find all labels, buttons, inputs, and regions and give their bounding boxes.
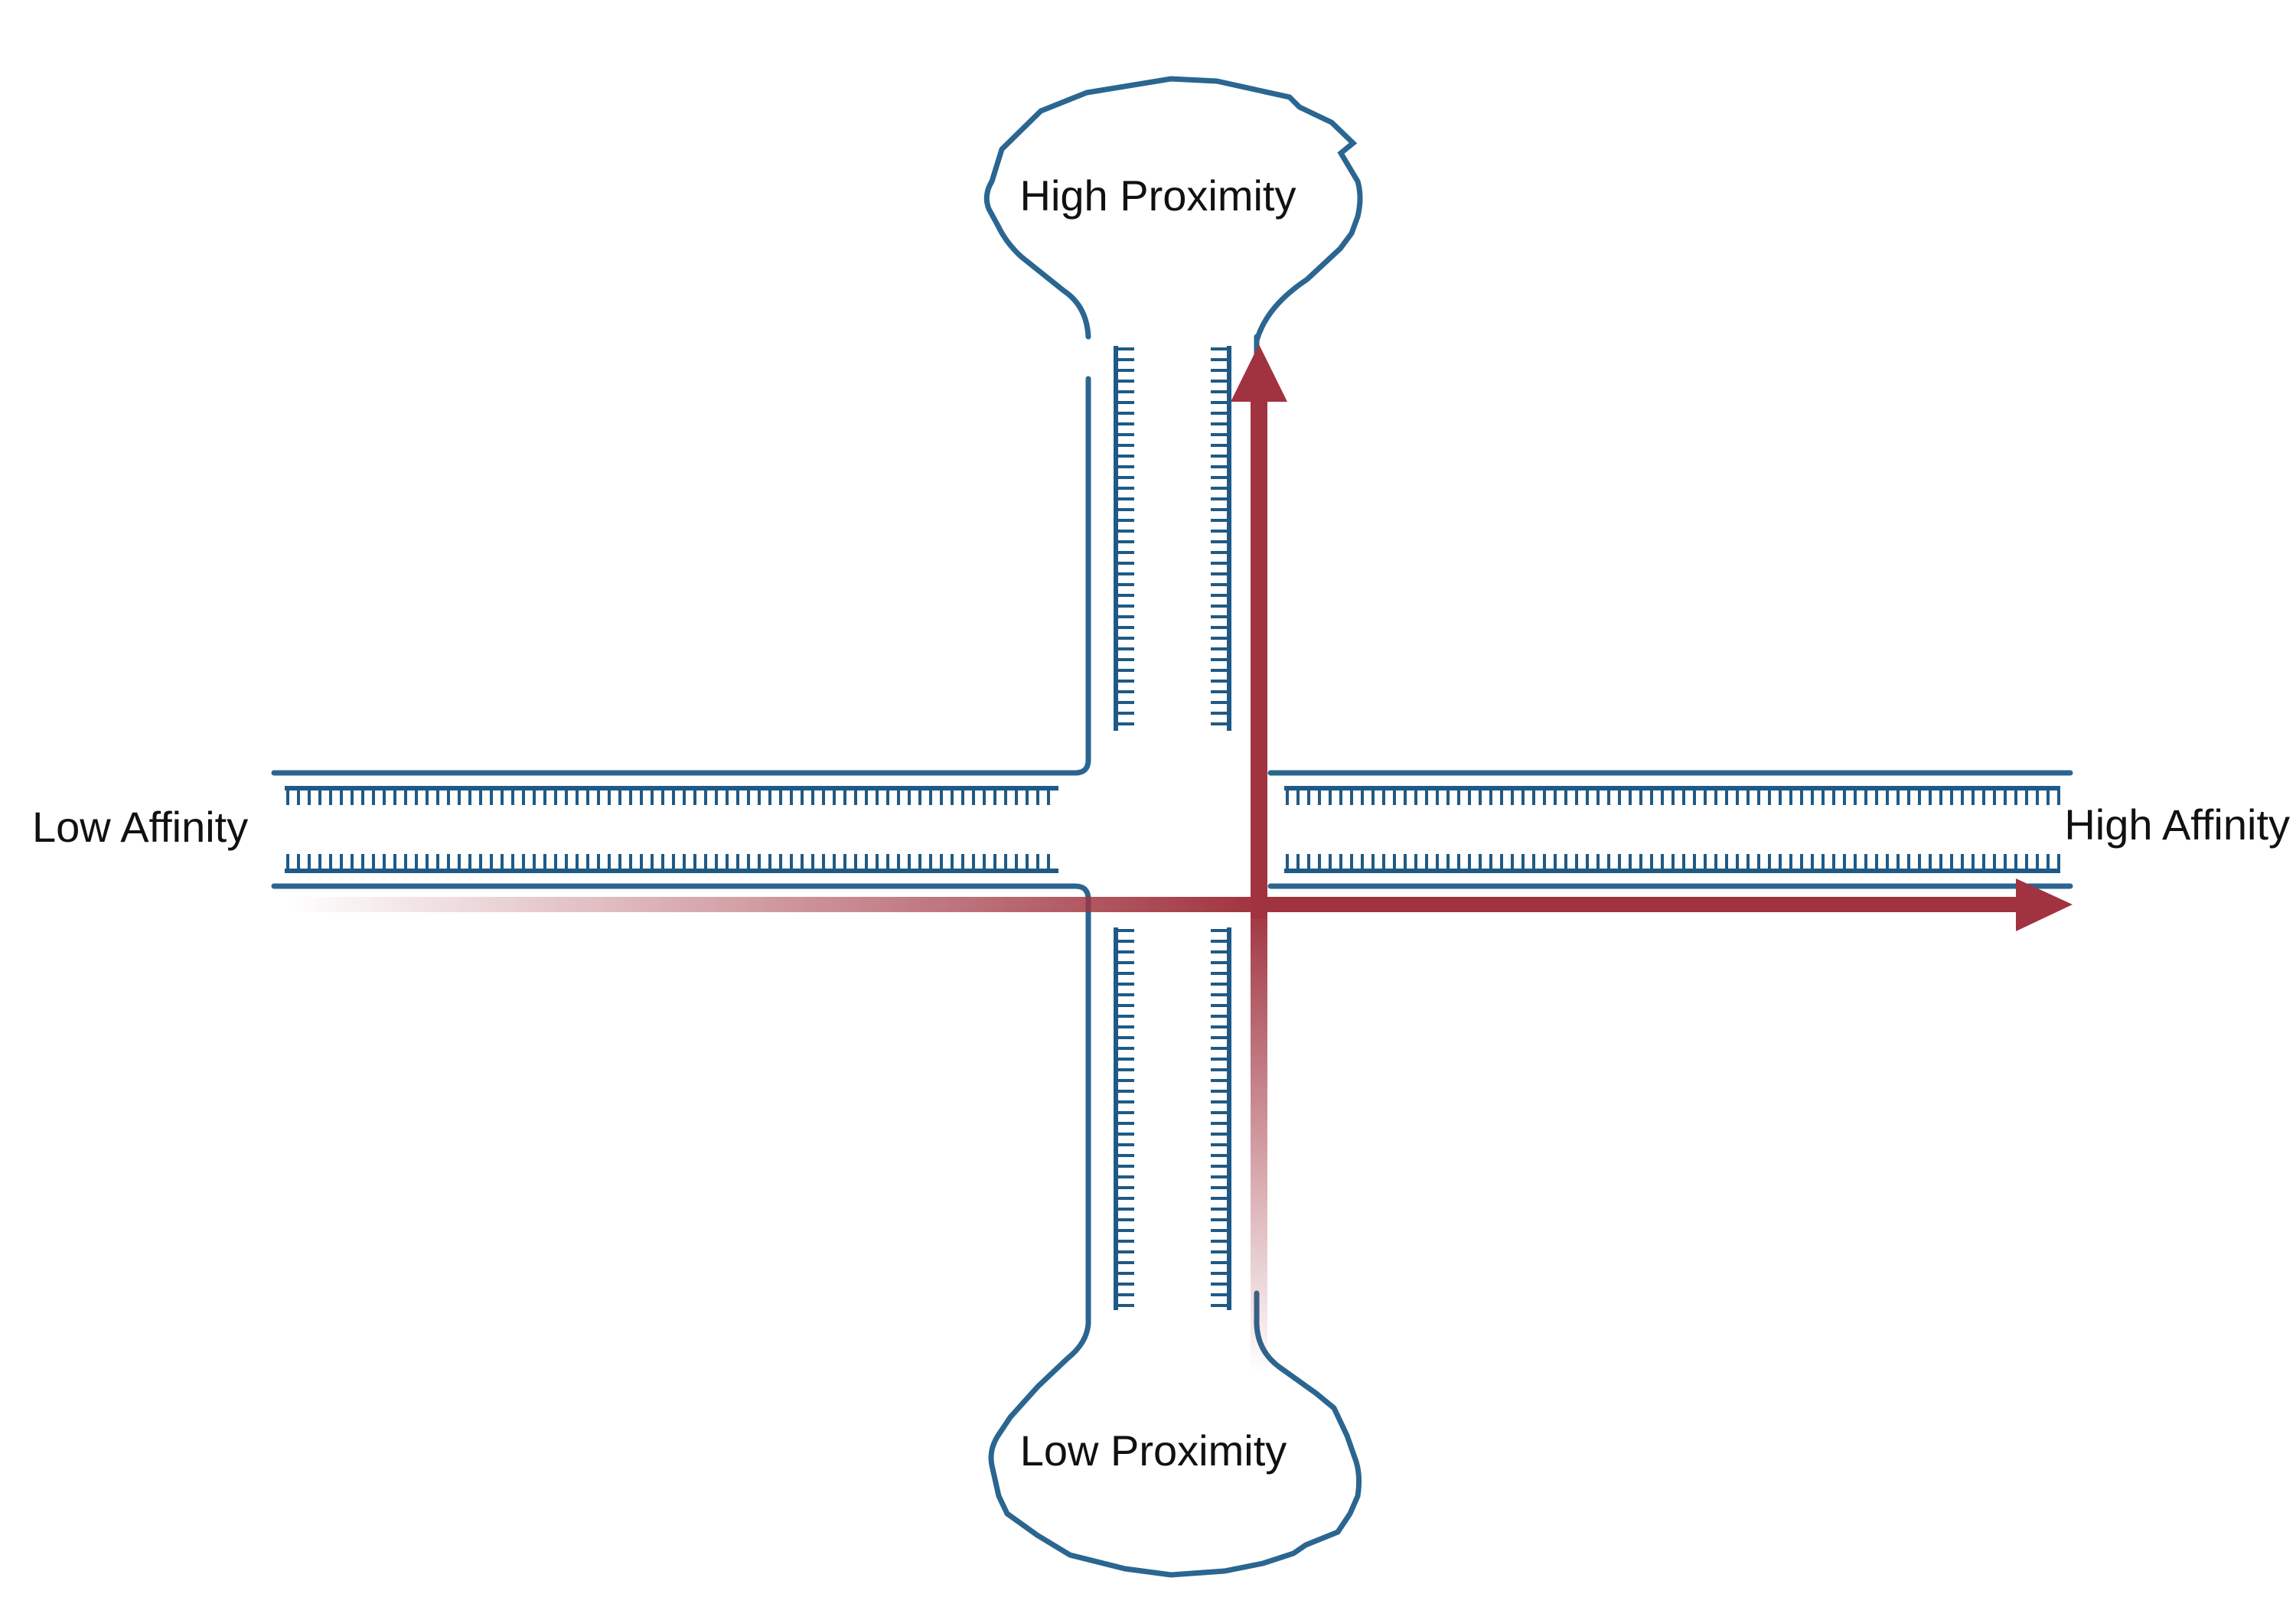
top-loop xyxy=(983,76,1363,344)
proximity-arrow-head xyxy=(1231,344,1287,402)
dna-backbone xyxy=(271,76,2073,1578)
label-high-proximity: High Proximity xyxy=(1020,171,1296,220)
left-arm-lower-ladder xyxy=(285,854,1058,873)
top-arm-right-ladder xyxy=(1211,346,1231,731)
left-arm-bottom-strand xyxy=(271,883,1091,1289)
affinity-arrow-shaft xyxy=(289,897,2019,912)
affinity-arrow-head xyxy=(2016,878,2073,931)
bottom-arm-left-ladder xyxy=(1114,927,1134,1310)
label-low-proximity: Low Proximity xyxy=(1020,1426,1287,1475)
label-high-affinity: High Affinity xyxy=(2064,800,2290,849)
left-arm-top-strand xyxy=(271,376,1091,776)
bottom-arm-right-ladder xyxy=(1211,927,1231,1310)
base-pair-ticks xyxy=(285,346,2060,1310)
bottom-loop xyxy=(988,1283,1362,1578)
right-arm-lower-ladder xyxy=(1284,854,2060,873)
top-arm-left-ladder xyxy=(1114,346,1134,731)
label-low-affinity: Low Affinity xyxy=(32,803,248,851)
right-arm-upper-ladder xyxy=(1284,786,2060,805)
left-arm-upper-ladder xyxy=(285,786,1058,805)
trend-arrows xyxy=(289,344,2073,1374)
proximity-arrow-shaft-solid xyxy=(1251,398,1267,918)
